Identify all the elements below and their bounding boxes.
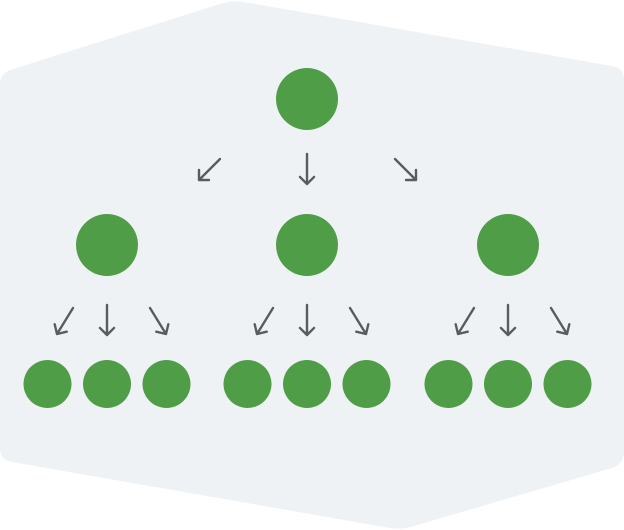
arrow-level2-2-right bbox=[348, 306, 370, 336]
arrow-level2-3-left bbox=[454, 306, 476, 336]
leaf-node-3-3 bbox=[543, 360, 592, 408]
arrow-group bbox=[53, 152, 571, 337]
arrow-level2-1-center bbox=[98, 303, 116, 337]
leaf-node-1-2 bbox=[83, 360, 131, 408]
arrow-level2-1-left bbox=[53, 306, 75, 336]
arrow-root-to-left bbox=[197, 157, 222, 182]
level2-node-1 bbox=[76, 214, 138, 276]
root-node bbox=[276, 68, 338, 130]
level2-node-2 bbox=[276, 214, 338, 276]
level2-node-3 bbox=[477, 214, 539, 276]
leaf-node-1-1 bbox=[23, 360, 72, 408]
arrow-level2-2-left bbox=[253, 306, 275, 336]
leaf-node-3-2 bbox=[484, 360, 532, 408]
arrow-level2-1-right bbox=[148, 306, 170, 336]
arrow-root-to-right bbox=[393, 157, 418, 182]
node-group bbox=[23, 68, 592, 408]
arrow-level2-3-center bbox=[499, 303, 517, 337]
leaf-node-3-1 bbox=[424, 360, 473, 408]
leaf-node-2-1 bbox=[223, 360, 272, 408]
leaf-node-1-3 bbox=[142, 360, 191, 408]
arrow-root-to-center bbox=[298, 152, 316, 186]
leaf-node-2-3 bbox=[342, 360, 391, 408]
leaf-node-2-2 bbox=[283, 360, 331, 408]
arrow-level2-2-center bbox=[298, 303, 316, 337]
arrow-level2-3-right bbox=[549, 306, 571, 336]
